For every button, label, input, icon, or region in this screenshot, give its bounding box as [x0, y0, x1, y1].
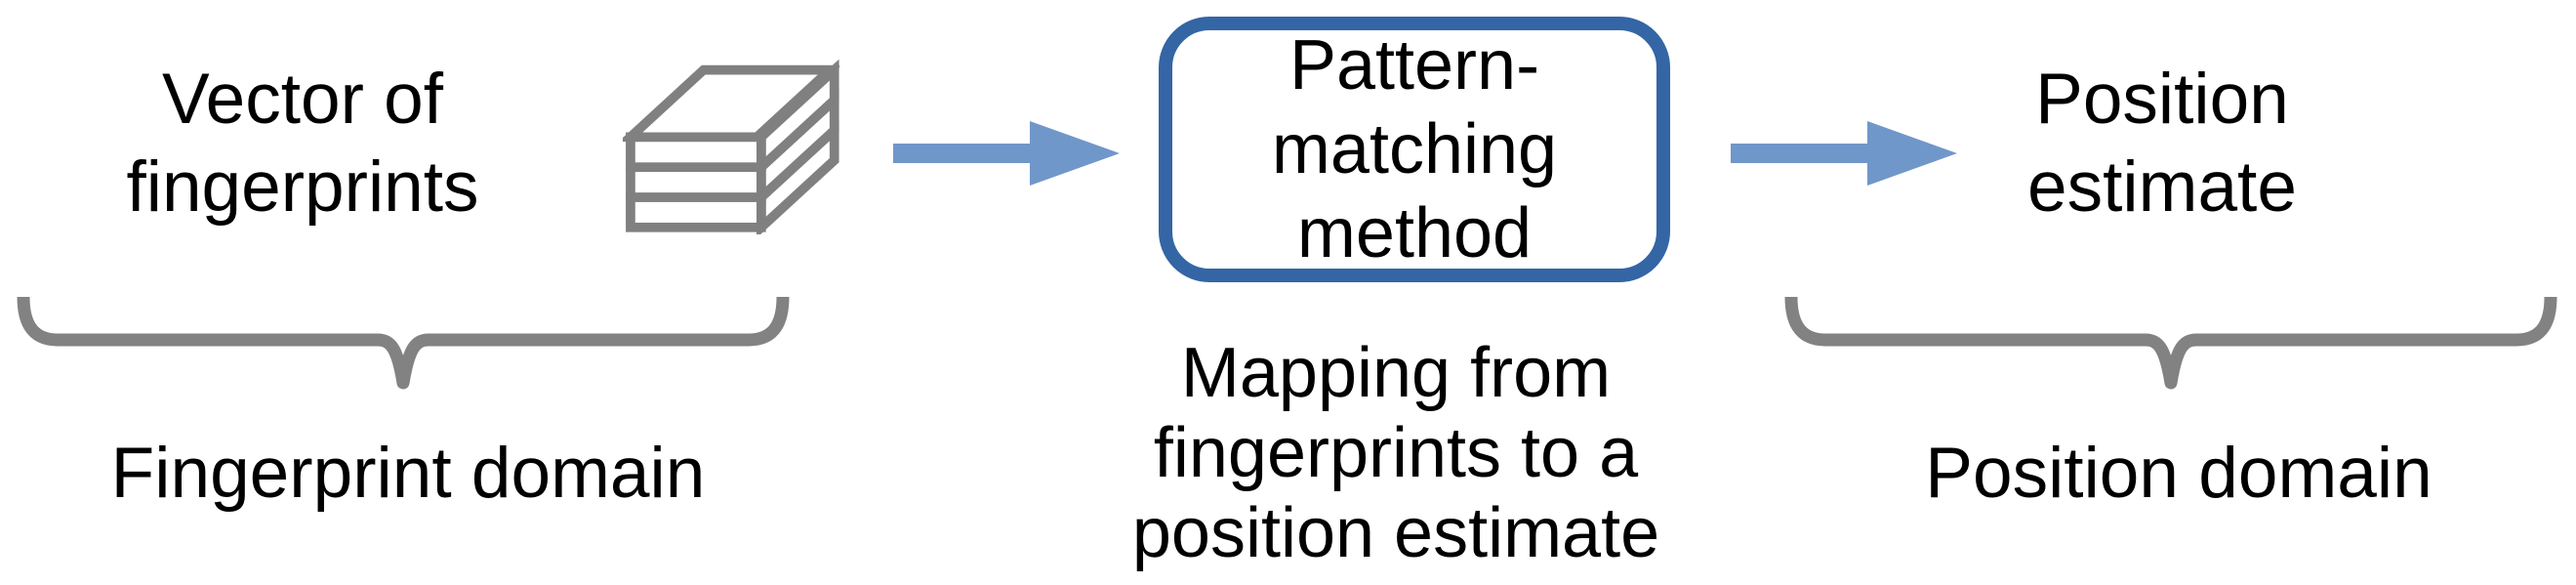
fingerprint-domain-label: Fingerprint domain	[110, 434, 706, 513]
position-domain-label: Position domain	[1925, 434, 2433, 513]
process-caption: Mapping from fingerprints to a position …	[1131, 334, 1660, 572]
right-arrow-icon	[1731, 121, 1957, 186]
position-domain-brace-icon	[1784, 296, 2557, 390]
output-label: Position estimate	[2027, 60, 2297, 227]
fingerprint-domain-brace-icon	[17, 296, 790, 390]
fingerprint-stack-icon	[623, 59, 839, 234]
pattern-matching-box: Pattern- matching method	[1159, 17, 1670, 282]
right-arrow-icon	[893, 121, 1120, 186]
input-label: Vector of fingerprints	[126, 60, 479, 227]
pattern-matching-box-label: Pattern- matching method	[1271, 26, 1558, 272]
